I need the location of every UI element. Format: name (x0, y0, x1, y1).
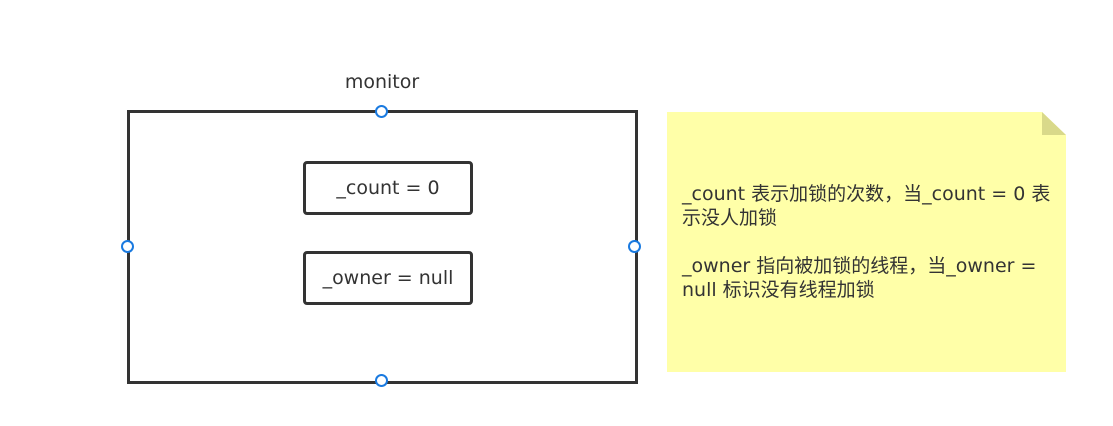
count-field-box[interactable]: _count = 0 (303, 161, 473, 215)
connection-handle-left[interactable] (121, 240, 134, 253)
note-paragraph-owner: _owner 指向被加锁的线程，当_owner = null 标识没有线程加锁 (682, 255, 1037, 301)
monitor-box[interactable]: _count = 0 _owner = null (127, 110, 638, 384)
owner-field-box[interactable]: _owner = null (303, 251, 473, 305)
connection-handle-top[interactable] (375, 105, 388, 118)
count-field-label: _count = 0 (336, 177, 440, 199)
note-paragraph-count: _count 表示加锁的次数，当_count = 0 表示没人加锁 (682, 183, 1051, 229)
sticky-note[interactable]: _count 表示加锁的次数，当_count = 0 表示没人加锁 _owner… (667, 112, 1066, 372)
note-fold-corner-icon (1042, 112, 1066, 135)
monitor-label: monitor (344, 71, 420, 93)
connection-handle-bottom[interactable] (375, 374, 388, 387)
owner-field-label: _owner = null (322, 267, 454, 289)
connection-handle-right[interactable] (628, 240, 641, 253)
note-text: _count 表示加锁的次数，当_count = 0 表示没人加锁 _owner… (682, 182, 1057, 326)
